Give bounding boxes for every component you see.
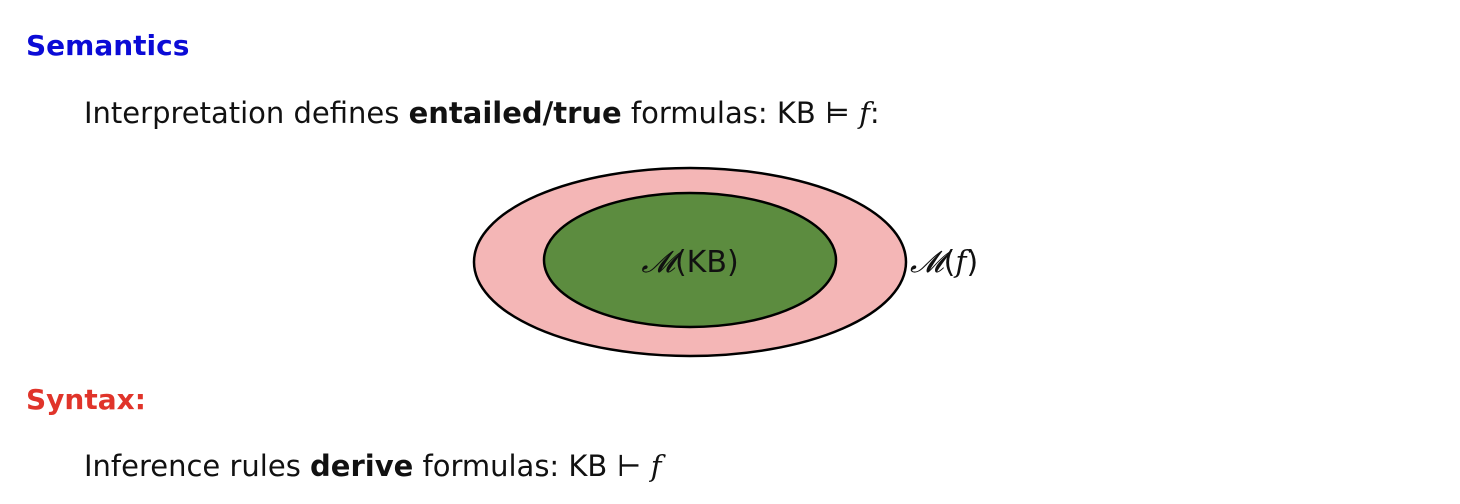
models-of-f-label: 𝓜(f) (910, 245, 978, 280)
semantics-text-bold: entailed/true (408, 96, 622, 130)
syntax-formula-var: f (650, 449, 662, 483)
semantics-formula-var: f (859, 96, 870, 130)
entails-symbol: ⊨ (825, 96, 850, 130)
models-of-kb-label-close-paren: ) (727, 245, 739, 280)
models-of-f-label-open-paren: ( (944, 245, 956, 280)
models-of-kb-ellipse (542, 191, 838, 329)
models-venn-diagram: 𝓜(KB) 𝓜(f) (472, 166, 978, 358)
semantics-text-suffix: : (869, 96, 880, 130)
semantics-text-mid: formulas: KB (621, 96, 825, 130)
syntax-description: Inference rules derive formulas: KB ⊢ f (84, 452, 661, 481)
syntax-text-prefix: Inference rules (84, 449, 311, 483)
semantics-text-prefix: Interpretation defines (84, 96, 409, 130)
semantics-description: Interpretation defines entailed/true for… (84, 99, 880, 128)
syntax-text-bold: derive (310, 449, 414, 483)
models-of-kb-label: 𝓜(KB) (641, 245, 738, 280)
models-of-kb-label-arg: KB (687, 245, 727, 280)
models-of-f-label-close-paren: ) (966, 245, 978, 280)
syntax-heading: Syntax: (26, 383, 146, 416)
syntax-text-mid: formulas: KB (413, 449, 617, 483)
models-of-kb-label-open-paren: ( (675, 245, 687, 280)
semantics-heading: Semantics (26, 29, 190, 62)
derives-symbol: ⊢ (616, 449, 642, 483)
